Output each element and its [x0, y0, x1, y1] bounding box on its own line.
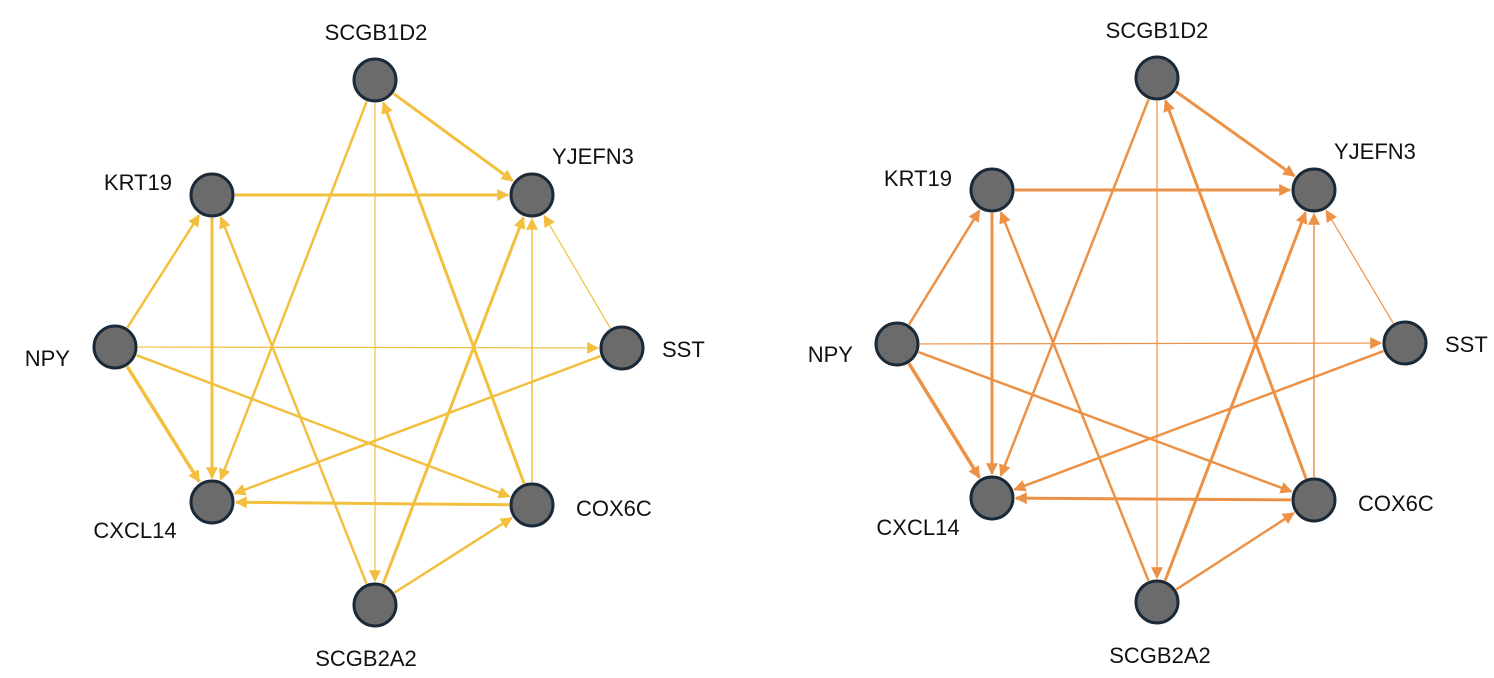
edge-sst-to-yjefn3 — [543, 214, 611, 329]
edge-npy-to-cox6c — [136, 353, 511, 499]
edge-npy-to-krt19 — [126, 214, 201, 329]
node-label-cox6c: COX6C — [576, 496, 652, 521]
node-cox6c — [1291, 477, 1337, 523]
node-cxcl14 — [969, 475, 1015, 521]
node-scgb2a2 — [352, 582, 398, 628]
node-krt19 — [969, 167, 1015, 213]
node-cxcl14 — [189, 479, 235, 525]
edge-scgb1d2-to-yjefn3 — [392, 92, 514, 183]
edge-npy-to-sst — [919, 337, 1383, 350]
edge-npy-to-cxcl14 — [125, 365, 201, 483]
edge-npy-to-krt19 — [908, 209, 981, 326]
edge-scgb1d2-to-yjefn3 — [1174, 90, 1296, 178]
edges-right — [907, 90, 1394, 591]
node-label-krt19: KRT19 — [884, 166, 952, 191]
node-cox6c — [509, 482, 555, 528]
edge-sst-to-cxcl14 — [233, 354, 601, 496]
node-scgb1d2 — [1134, 55, 1180, 101]
edge-cox6c-to-cxcl14 — [234, 496, 510, 509]
edge-npy-to-cox6c — [918, 350, 1293, 494]
node-scgb1d2 — [352, 57, 398, 103]
node-yjefn3 — [509, 172, 555, 218]
node-label-cxcl14: CXCL14 — [876, 515, 959, 540]
edge-scgb2a2-to-cox6c — [393, 516, 513, 594]
node-npy — [874, 321, 920, 367]
node-label-npy: NPY — [808, 342, 854, 367]
node-label-scgb2a2: SCGB2A2 — [315, 646, 417, 671]
node-label-cxcl14: CXCL14 — [93, 518, 176, 543]
edge-cox6c-to-scgb1d2 — [1163, 99, 1308, 479]
edge-scgb1d2-to-cxcl14 — [999, 98, 1150, 477]
node-label-scgb2a2: SCGB2A2 — [1109, 643, 1211, 668]
node-yjefn3 — [1291, 167, 1337, 213]
edges-left — [125, 92, 611, 594]
node-label-yjefn3: YJEFN3 — [552, 144, 634, 169]
edge-scgb2a2-to-krt19 — [219, 216, 368, 585]
node-label-scgb1d2: SCGB1D2 — [1106, 18, 1209, 43]
node-label-cox6c: COX6C — [1358, 491, 1434, 516]
node-krt19 — [189, 172, 235, 218]
edge-scgb2a2-to-yjefn3 — [1163, 211, 1308, 582]
edge-sst-to-yjefn3 — [1325, 209, 1394, 324]
edge-scgb2a2-to-cox6c — [1175, 512, 1295, 591]
edge-sst-to-cxcl14 — [1013, 349, 1384, 492]
node-sst — [1382, 320, 1428, 366]
node-npy — [92, 324, 138, 370]
node-label-npy: NPY — [25, 346, 71, 371]
node-label-sst: SST — [1445, 332, 1488, 357]
node-label-yjefn3: YJEFN3 — [1334, 139, 1416, 164]
edge-scgb1d2-to-cxcl14 — [218, 101, 368, 481]
edge-npy-to-sst — [137, 341, 600, 354]
edge-cox6c-to-cxcl14 — [1014, 492, 1292, 505]
node-label-scgb1d2: SCGB1D2 — [325, 20, 428, 45]
node-label-krt19: KRT19 — [104, 170, 172, 195]
node-sst — [599, 325, 645, 371]
edge-npy-to-cxcl14 — [907, 362, 981, 479]
edge-scgb2a2-to-krt19 — [999, 211, 1150, 582]
node-scgb2a2 — [1134, 579, 1180, 625]
edge-cox6c-to-scgb1d2 — [381, 101, 526, 484]
edge-scgb2a2-to-yjefn3 — [381, 216, 526, 585]
node-label-sst: SST — [662, 337, 705, 362]
